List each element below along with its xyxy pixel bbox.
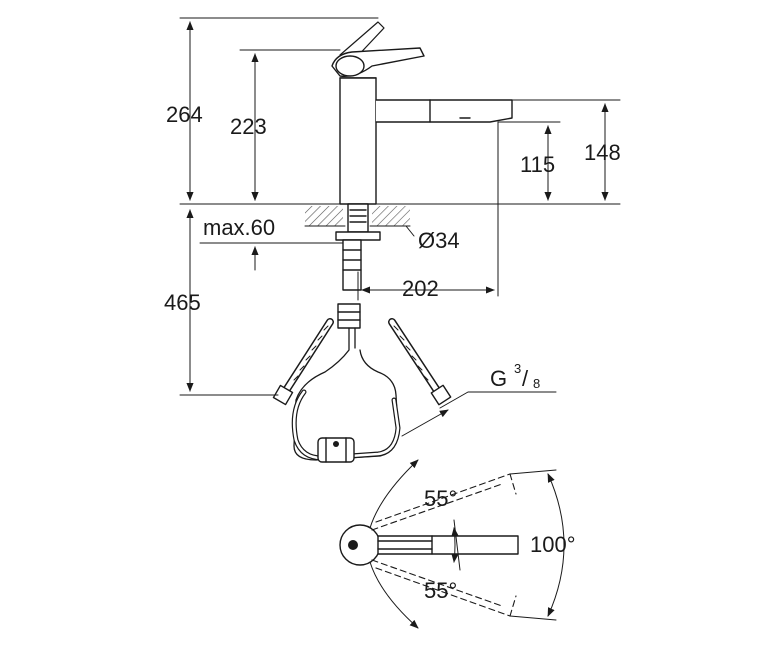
- dim-465: 465: [164, 290, 201, 315]
- thread-letter: G: [490, 366, 507, 391]
- dim-223: 223: [230, 114, 267, 139]
- angle-upper-55: 55°: [424, 486, 457, 511]
- dim-202: 202: [402, 276, 439, 301]
- faucet-body: [331, 21, 513, 205]
- dim-115: 115: [520, 152, 555, 177]
- deck-countertop: [179, 203, 621, 244]
- top-view-swivel: [339, 459, 565, 629]
- thread-denominator: 8: [533, 376, 540, 391]
- dim-max-60: max.60: [203, 215, 275, 240]
- dim-148: 148: [584, 140, 621, 165]
- angle-lower-55: 55°: [424, 578, 457, 603]
- svg-text:/: /: [522, 366, 529, 391]
- vertical-dimensions: [179, 17, 621, 437]
- dim-diameter-34: Ø34: [418, 228, 460, 253]
- supply-hoses: [272, 239, 452, 463]
- thread-label: G 3 / 8: [490, 361, 540, 391]
- thread-numerator: 3: [514, 361, 521, 376]
- dim-264: 264: [166, 102, 203, 127]
- angle-total-100: 100°: [530, 532, 576, 557]
